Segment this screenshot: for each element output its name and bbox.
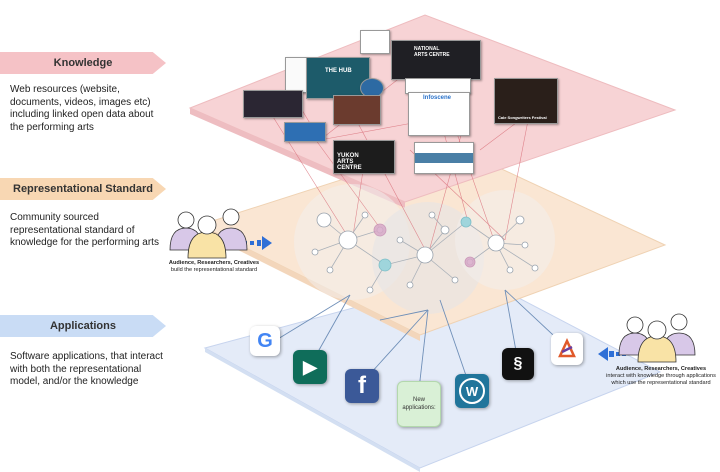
bing-icon[interactable]: ▶ <box>293 350 327 384</box>
web-tile-hub: THE HUB <box>306 57 370 99</box>
web-tile-infoscene: Infoscene <box>408 92 470 136</box>
web-tile-small-top <box>360 30 390 54</box>
web-tile-video <box>333 95 381 125</box>
people-left <box>169 208 248 259</box>
web-tile-dark-left <box>243 90 303 118</box>
web-tile-blank <box>285 57 307 93</box>
web-tile-festival: Cale Songwriters Festival <box>494 78 558 124</box>
knowledge-description: Web resources (website, documents, video… <box>10 84 154 133</box>
facebook-icon[interactable]: f <box>345 369 379 403</box>
people-right <box>618 313 696 363</box>
web-tile-yukon: YUKON ARTS CENTRE <box>333 140 395 174</box>
squarespace-icon[interactable]: § <box>502 348 534 380</box>
other-app-icon[interactable] <box>551 333 583 365</box>
people-left-caption: Audience, Researchers, Creatives build t… <box>168 260 260 273</box>
wordpress-icon[interactable]: W <box>455 374 489 408</box>
web-tile-blue-small <box>284 122 326 142</box>
knowledge-banner: Knowledge <box>0 52 166 74</box>
web-tile-nac: NATIONAL ARTS CENTRE <box>391 40 481 80</box>
applications-description: Software applications, that interact wit… <box>10 351 163 387</box>
representational-description: Community sourced representational stand… <box>10 212 159 248</box>
new-applications-box: New applications: <box>397 381 441 427</box>
web-tile-landscape <box>414 142 474 174</box>
representational-banner: Representational Standard <box>0 178 166 200</box>
applications-banner: Applications <box>0 315 166 337</box>
google-icon[interactable]: G <box>250 326 280 356</box>
